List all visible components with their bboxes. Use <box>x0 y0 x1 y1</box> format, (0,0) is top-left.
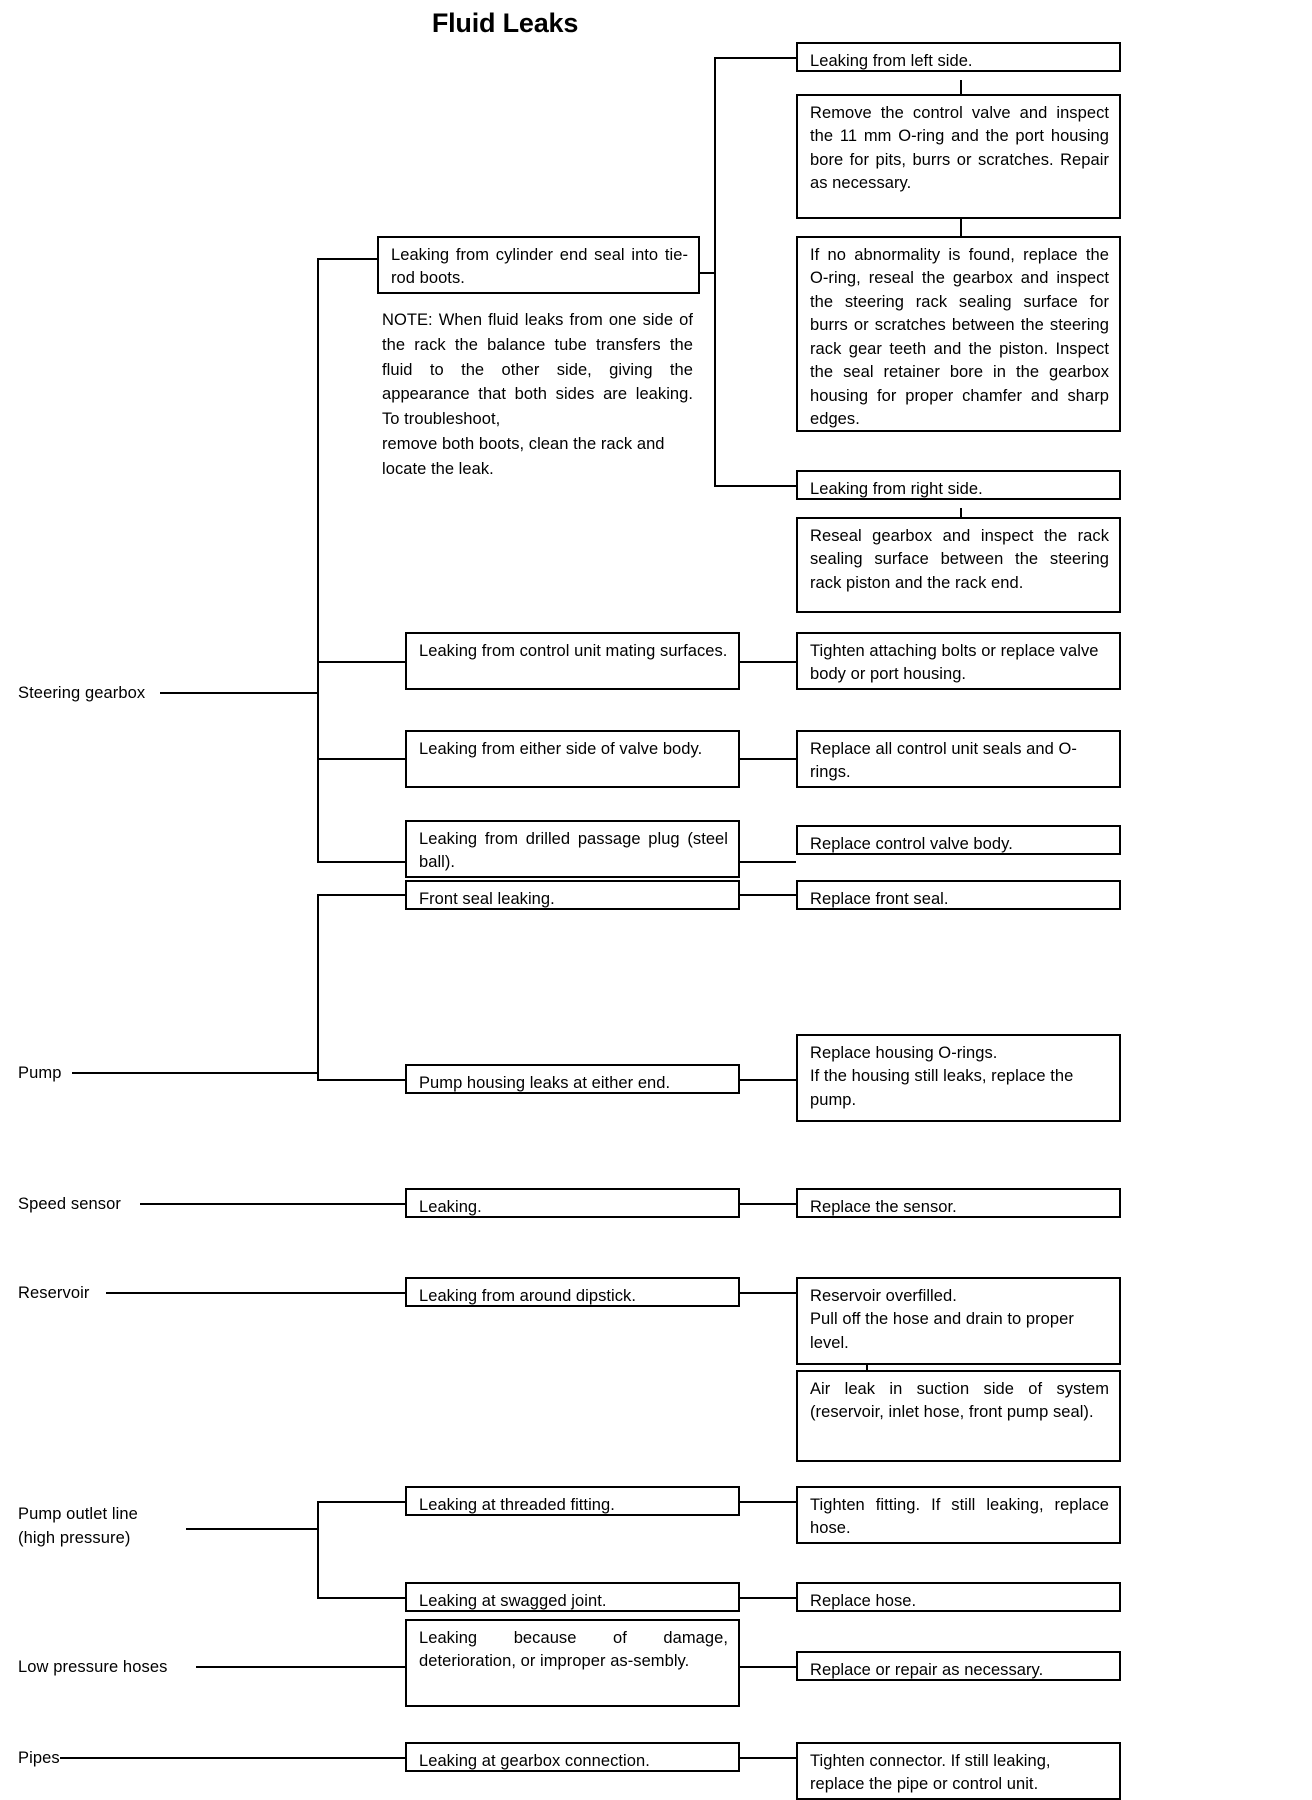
low-pressure-hose-text-last: sembly. <box>633 1652 690 1671</box>
connector-frontseal-to-remedy <box>738 894 796 896</box>
category-label-pump-outlet-line: Pump outlet line (high pressure) <box>18 1505 138 1547</box>
remedy-left-side-1-last: necessary. <box>832 174 912 193</box>
remedy-box-right-side-1[interactable]: Reseal gearbox and inspect the rack seal… <box>796 517 1121 613</box>
remedy-box-air-leak[interactable]: Air leak in suction side of system (rese… <box>796 1370 1121 1462</box>
symptom-box-speed-sensor-leaking[interactable]: Leaking. <box>405 1188 740 1218</box>
remedy-box-valve-body-side[interactable]: Replace all control unit seals and O-rin… <box>796 730 1121 788</box>
connector-pump-stem <box>72 1072 319 1074</box>
connector-cyl-to-split <box>698 272 716 274</box>
connector-pump-to-frontseal <box>317 894 405 896</box>
symptom-box-gearbox-connection[interactable]: Leaking at gearbox connection. <box>405 1742 740 1772</box>
connector-plug-to-remedy <box>738 861 796 863</box>
symptom-box-valve-body-side[interactable]: Leaking from either side of valve body. <box>405 730 740 788</box>
note-balance-tube: NOTE: When fluid leaks from one side of … <box>382 308 693 481</box>
category-label-pump: Pump <box>18 1064 62 1082</box>
connector-pump-to-housing <box>317 1079 405 1081</box>
category-label-pipes: Pipes <box>18 1749 60 1767</box>
connector-pipes-to-remedy <box>738 1757 796 1759</box>
connector-pump-trunk <box>317 894 319 1080</box>
connector-outletline-to-fitting <box>317 1501 405 1503</box>
connector-gearbox-stem <box>160 692 319 694</box>
remedy-box-control-unit-mating[interactable]: Tighten attaching bolts or replace valve… <box>796 632 1121 690</box>
remedy-box-gearbox-connection[interactable]: Tighten connector. If still leaking, rep… <box>796 1742 1121 1800</box>
symptom-box-pump-housing[interactable]: Pump housing leaks at either end. <box>405 1064 740 1094</box>
category-label-steering-gearbox: Steering gearbox <box>18 684 146 702</box>
connector-joint-to-remedy <box>738 1597 796 1599</box>
connector-mating-to-remedy <box>738 661 796 663</box>
connector-split-to-right-side <box>714 485 798 487</box>
connector-speedsensor-to-remedy <box>738 1203 796 1205</box>
symptom-box-cylinder-end-seal[interactable]: Leaking from cylinder end seal into tie-… <box>377 236 700 294</box>
category-label-low-pressure-hoses: Low pressure hoses <box>18 1658 168 1676</box>
connector-outletline-trunk <box>317 1501 319 1599</box>
symptom-box-drilled-passage-plug[interactable]: Leaking from drilled passage plug (steel… <box>405 820 740 878</box>
connector-gearbox-trunk <box>317 258 319 863</box>
side-box-left[interactable]: Leaking from left side. <box>796 42 1121 72</box>
low-pressure-hose-text: Leaking because of damage, deterioration… <box>419 1629 728 1671</box>
connector-valve-to-remedy <box>738 758 796 760</box>
connector-lowpressure-stem <box>196 1666 405 1668</box>
connector-gearbox-to-cyl <box>317 258 377 260</box>
connector-gearbox-to-mating <box>317 661 405 663</box>
remedy-box-left-side-2[interactable]: If no abnormality is found, replace the … <box>796 236 1121 432</box>
note-text-last: remove both boots, clean the rack and lo… <box>382 434 665 478</box>
side-box-right[interactable]: Leaking from right side. <box>796 470 1121 500</box>
connector-speedsensor-stem <box>140 1203 405 1205</box>
symptom-box-low-pressure-hose[interactable]: Leaking because of damage, deterioration… <box>405 1619 740 1707</box>
connector-lowpressure-to-remedy <box>738 1666 796 1668</box>
note-text: NOTE: When fluid leaks from one side of … <box>382 311 693 428</box>
connector-gearbox-to-plug <box>317 861 405 863</box>
symptom-box-swagged-joint[interactable]: Leaking at swagged joint. <box>405 1582 740 1612</box>
symptom-box-front-seal[interactable]: Front seal leaking. <box>405 880 740 910</box>
category-label-reservoir: Reservoir <box>18 1284 90 1302</box>
symptom-box-control-unit-mating[interactable]: Leaking from control unit mating surface… <box>405 632 740 690</box>
connector-outletline-to-joint <box>317 1597 405 1599</box>
remedy-box-low-pressure-hose[interactable]: Replace or repair as necessary. <box>796 1651 1121 1681</box>
category-label-speed-sensor: Speed sensor <box>18 1195 122 1213</box>
connector-outletline-stem <box>186 1528 319 1530</box>
page-title: Fluid Leaks <box>431 8 579 38</box>
remedy-box-pump-housing[interactable]: Replace housing O-rings. If the housing … <box>796 1034 1121 1122</box>
connector-side-split-vertical <box>714 57 716 487</box>
symptom-box-threaded-fitting[interactable]: Leaking at threaded fitting. <box>405 1486 740 1516</box>
remedy-box-left-side-1[interactable]: Remove the control valve and inspect the… <box>796 94 1121 219</box>
connector-leftside-down-1 <box>960 80 962 95</box>
remedy-box-reservoir-overfilled[interactable]: Reservoir overfilled. Pull off the hose … <box>796 1277 1121 1365</box>
connector-reservoir-stem <box>106 1292 405 1294</box>
remedy-box-threaded-fitting[interactable]: Tighten fitting. If still leaking, repla… <box>796 1486 1121 1544</box>
connector-rightside-down <box>960 508 962 518</box>
remedy-box-swagged-joint[interactable]: Replace hose. <box>796 1582 1121 1612</box>
remedy-box-speed-sensor[interactable]: Replace the sensor. <box>796 1188 1121 1218</box>
connector-leftside-down-2 <box>960 219 962 237</box>
connector-fitting-to-remedy <box>738 1501 796 1503</box>
remedy-box-front-seal[interactable]: Replace front seal. <box>796 880 1121 910</box>
remedy-left-side-1-text: Remove the control valve and inspect the… <box>810 104 1109 193</box>
connector-pipes-stem <box>60 1757 405 1759</box>
symptom-box-dipstick[interactable]: Leaking from around dipstick. <box>405 1277 740 1307</box>
connector-gearbox-to-valve <box>317 758 405 760</box>
connector-split-to-left-side <box>714 57 798 59</box>
connector-housing-to-remedy <box>738 1079 796 1081</box>
remedy-box-drilled-passage-plug[interactable]: Replace control valve body. <box>796 825 1121 855</box>
